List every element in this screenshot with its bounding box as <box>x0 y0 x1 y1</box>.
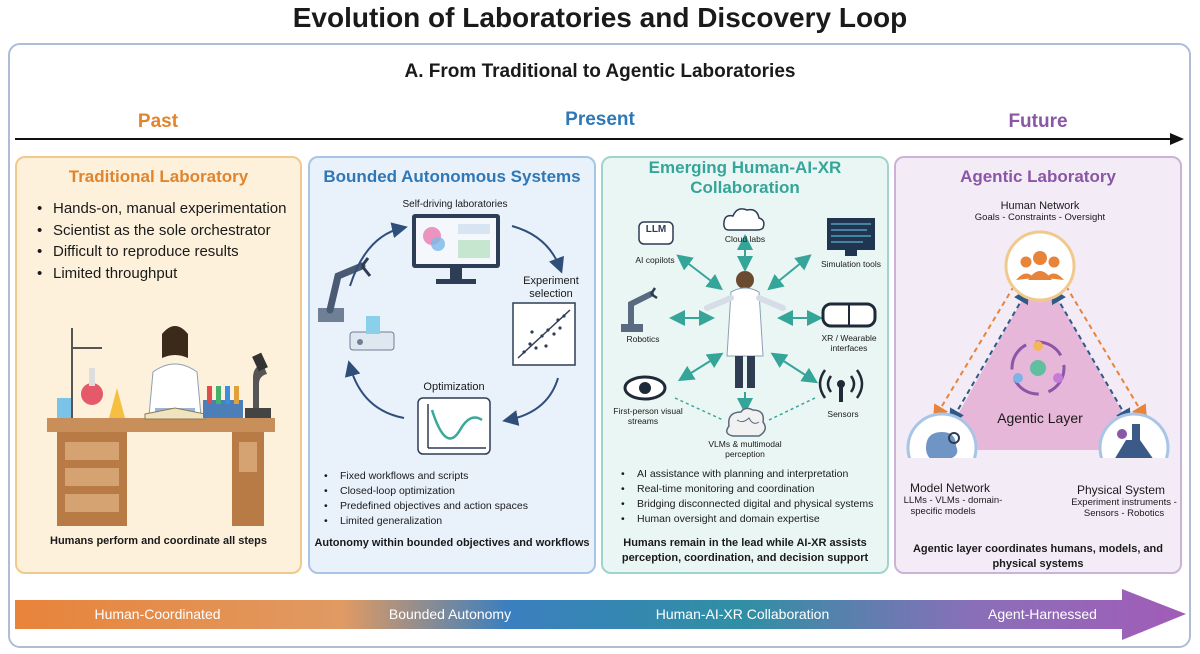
bounded-bullet: Limited generalization <box>324 514 594 529</box>
label-vlms-line2: perception <box>725 449 765 459</box>
panel-agentic-laboratory: Agentic Laboratory Human Network Goals -… <box>894 156 1182 574</box>
panel-emerging-human-ai-xr: Emerging Human-AI-XR Collaboration <box>601 156 889 574</box>
bounded-bullet-list: Fixed workflows and scripts Closed-loop … <box>324 469 594 529</box>
bounded-bullet: Fixed workflows and scripts <box>324 469 594 484</box>
label-self-driving-laboratories: Self-driving laboratories <box>402 199 508 210</box>
emerging-bullet-list: AI assistance with planning and interpre… <box>621 467 889 527</box>
emerging-bullet: Bridging disconnected digital and physic… <box>621 497 889 512</box>
bar-label-human-ai-xr: Human-AI-XR Collaboration <box>655 606 830 622</box>
label-physical-system-sub1: Experiment instruments - <box>1071 497 1177 508</box>
label-physical-system-sub2: Sensors - Robotics <box>1083 508 1165 519</box>
label-simulation-tools: Simulation tools <box>820 259 881 269</box>
bar-label-bounded-autonomy: Bounded Autonomy <box>388 606 512 622</box>
label-cloud-labs: Cloud labs <box>724 234 766 244</box>
caption-bounded: Autonomy within bounded objectives and w… <box>314 537 590 549</box>
outer-frame <box>8 43 1191 648</box>
emerging-bullet: AI assistance with planning and interpre… <box>621 467 889 482</box>
timeline-arrow <box>15 133 1184 145</box>
section-title: A. From Traditional to Agentic Laborator… <box>404 61 796 82</box>
label-model-network: Model Network <box>909 481 991 495</box>
panel-traditional-laboratory: Traditional Laboratory Hands-on, manual … <box>15 156 302 574</box>
label-agentic-layer: Agentic Layer <box>997 410 1083 426</box>
label-robotics: Robotics <box>626 334 660 344</box>
label-physical-system: Physical System <box>1076 483 1166 497</box>
label-first-person-line2: streams <box>627 416 659 426</box>
era-label-present: Present <box>565 109 635 130</box>
era-label-future: Future <box>1008 111 1068 132</box>
label-model-network-sub1: LLMs - VLMs - domain- <box>903 495 1003 506</box>
emerging-bullet: Human oversight and domain expertise <box>621 512 889 527</box>
panel-bounded-autonomous-systems: Bounded Autonomous Systems Self-driving … <box>308 156 596 574</box>
caption-emerging-line1: Humans remain in the lead while AI-XR as… <box>623 537 867 549</box>
label-xr-wearable-line2: interfaces <box>830 343 868 353</box>
traditional-bullet: Scientist as the sole orchestrator <box>37 220 299 242</box>
label-optimization: Optimization <box>423 381 485 393</box>
scientist-lab-illustration <box>47 326 275 526</box>
panel-title-agentic: Agentic Laboratory <box>960 167 1116 186</box>
bounded-bullet: Closed-loop optimization <box>324 484 594 499</box>
label-human-network-sub: Goals - Constraints - Oversight <box>974 212 1106 223</box>
traditional-bullet: Limited throughput <box>37 263 299 285</box>
label-selection: selection <box>529 288 573 300</box>
closed-loop-diagram <box>318 214 576 455</box>
era-label-past: Past <box>137 111 179 132</box>
label-model-network-sub2: specific models <box>910 506 976 517</box>
panel-title-emerging-line1: Emerging Human-AI-XR <box>648 158 842 177</box>
collaboration-hub-diagram <box>621 208 877 437</box>
panel-title-bounded: Bounded Autonomous Systems <box>323 167 581 186</box>
caption-emerging-line2: perception, coordination, and decision s… <box>621 552 869 564</box>
bar-label-agent-harnessed: Agent-Harnessed <box>988 606 1097 622</box>
page-title: Evolution of Laboratories and Discovery … <box>292 2 908 33</box>
bounded-bullet: Predefined objectives and action spaces <box>324 499 594 514</box>
agentic-triangle-diagram <box>906 230 1170 458</box>
emerging-bullet: Real-time monitoring and coordination <box>621 482 889 497</box>
label-experiment: Experiment <box>523 275 579 287</box>
traditional-bullet-list: Hands-on, manual experimentation Scienti… <box>37 198 299 284</box>
traditional-bullet: Difficult to reproduce results <box>37 241 299 263</box>
label-human-network: Human Network <box>1000 200 1080 212</box>
caption-agentic-line2: physical systems <box>992 558 1084 570</box>
caption-agentic-line1: Agentic layer coordinates humans, models… <box>912 543 1163 555</box>
label-first-person-line1: First-person visual <box>613 406 683 416</box>
label-ai-copilots: AI copilots <box>635 255 675 265</box>
label-sensors: Sensors <box>827 409 859 419</box>
traditional-bullet: Hands-on, manual experimentation <box>37 198 299 220</box>
label-xr-wearable-line1: XR / Wearable <box>821 333 877 343</box>
panel-title-emerging-line2: Collaboration <box>690 178 800 197</box>
panel-title-traditional: Traditional Laboratory <box>68 167 249 186</box>
label-vlms-line1: VLMs & multimodal <box>708 439 782 449</box>
caption-traditional: Humans perform and coordinate all steps <box>50 535 267 547</box>
bar-label-human-coordinated: Human-Coordinated <box>94 606 221 622</box>
llm-icon-label: LLM <box>645 224 667 235</box>
